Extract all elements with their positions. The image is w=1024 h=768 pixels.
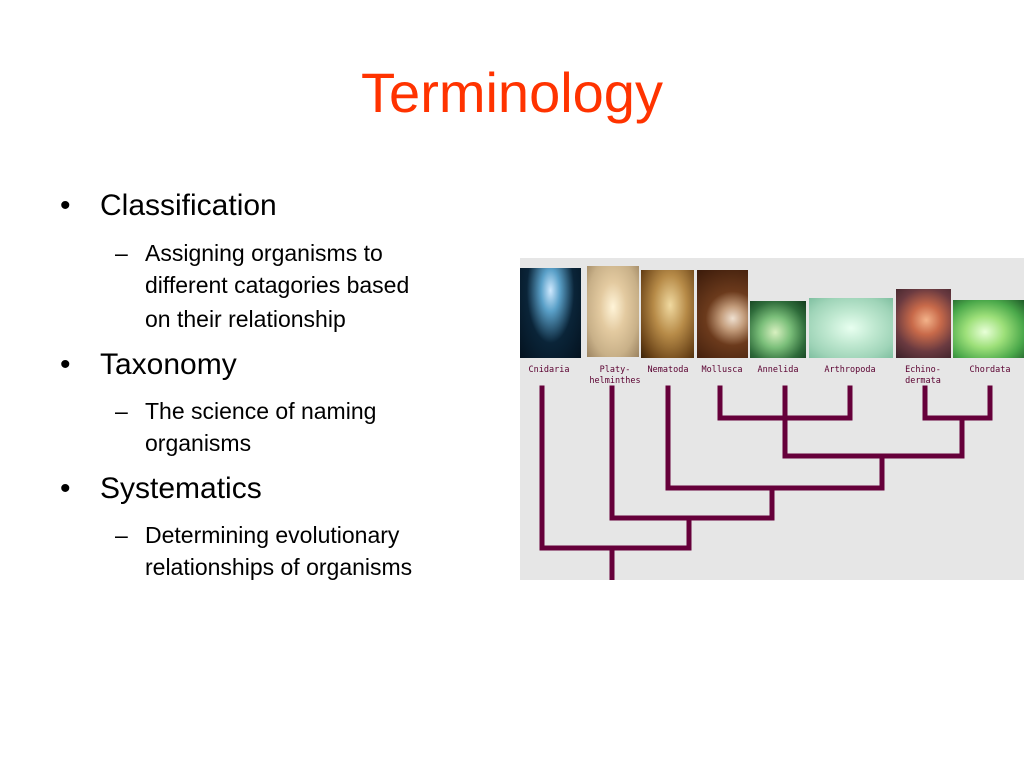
sub-line: Assigning organisms to [145,240,383,266]
flatworm-photo [587,266,639,357]
spider-photo [809,298,893,358]
frog-photo [953,300,1024,358]
dash-glyph: – [115,240,128,266]
phylum-label: Platy- helminthes [589,365,641,386]
sub-line: Determining evolutionary [145,522,400,548]
cladogram-lines [539,385,993,580]
bullet-glyph: • [60,189,71,222]
sub-line: The science of naming [145,398,377,424]
phylum-label: Cnidaria [528,365,570,375]
bullet-glyph: • [60,348,71,381]
phylum-label: Nematoda [647,365,689,375]
dash-glyph: – [115,398,128,424]
bullet-classification: Classification [100,189,277,222]
slide-title: Terminology [361,61,663,124]
starfish-photo [896,289,951,358]
sub-line: organisms [145,430,252,456]
snail-photo [697,270,748,358]
phylogenetic-tree-figure: Cnidaria Platy- helminthes Nematoda Moll… [520,258,1024,580]
sub-line: on their relationship [145,306,346,332]
earthworm-photo [750,301,806,358]
phylum-label: Annelida [757,365,799,375]
sub-line: different catagories based [145,272,410,298]
roundworm-photo [641,270,694,358]
phylum-label: Echino- dermata [905,365,941,386]
bullet-glyph: • [60,472,71,505]
phylum-label: Mollusca [701,365,743,375]
bullet-taxonomy: Taxonomy [100,348,237,381]
sub-line: relationships of organisms [145,554,413,580]
dash-glyph: – [115,522,128,548]
bullet-list: • Classification – Assigning organisms t… [60,189,413,580]
phylum-label: Chordata [969,365,1011,375]
phylum-label: Arthropoda [824,365,876,375]
bullet-systematics: Systematics [100,472,262,505]
jellyfish-photo [520,268,581,358]
